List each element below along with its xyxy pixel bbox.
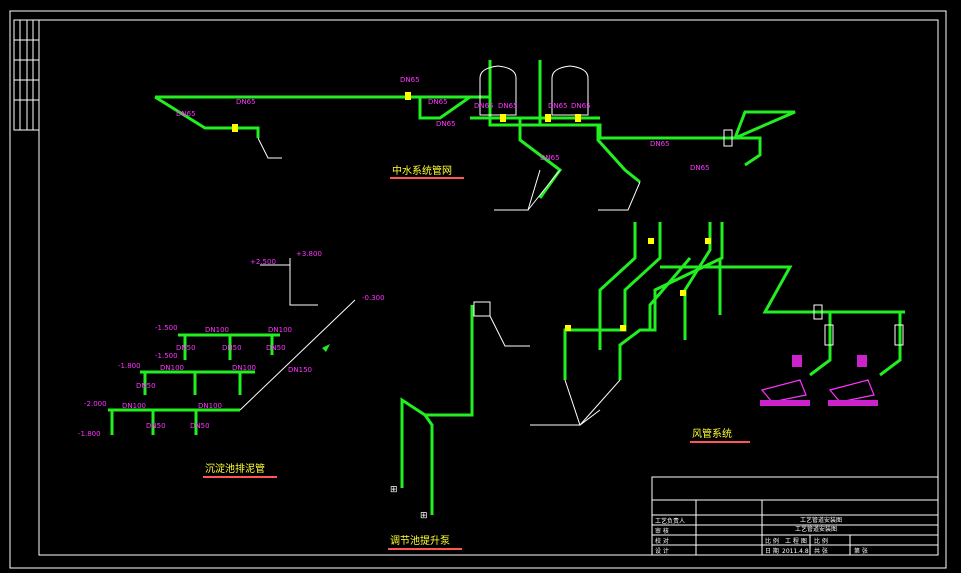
air-duct-system: 风管系统: [530, 222, 905, 443]
title-block: 工艺负责人 审 核 校 对 设 计 工艺管道安装图 工艺管道安装图 比 例 工 …: [651, 476, 939, 556]
section-title: 中水系统管网: [392, 164, 452, 177]
elevation-label: -1.800: [118, 362, 141, 370]
pipe-label: DN65: [650, 140, 670, 148]
lift-pump-system: ⊞ ⊞ 调节池提升泵: [388, 301, 530, 550]
elevation-label: -1.500: [155, 324, 178, 332]
blower-2: [828, 355, 878, 406]
tb-cell: 比 例: [814, 537, 828, 545]
outer-border: [9, 10, 947, 569]
pipe-label: DN100: [160, 364, 184, 372]
pipe-label: DN50: [176, 344, 196, 352]
tb-title: 工艺管道安装图: [795, 525, 837, 533]
pipe-label: DN50: [146, 422, 166, 430]
valve-box: [894, 324, 904, 346]
valve: [232, 124, 238, 132]
pipe-label: DN50: [136, 382, 156, 390]
binding-strip: [13, 19, 40, 131]
tb-row-label: 设 计: [655, 547, 669, 555]
valve: [500, 114, 506, 122]
pipe-label: DN65: [400, 76, 420, 84]
valve: [405, 92, 411, 100]
elevation-label: -1.500: [155, 352, 178, 360]
tank-2: [551, 65, 589, 116]
tb-title: 工艺管道安装图: [800, 516, 842, 524]
valve-box: [473, 301, 491, 317]
pipe-label: DN100: [198, 402, 222, 410]
pipe-label: DN65: [436, 120, 456, 128]
valve: [705, 238, 711, 244]
inner-border: [38, 19, 939, 556]
pipe-label: DN65: [474, 102, 494, 110]
section-title: 沉淀池排泥管: [205, 462, 265, 475]
pipe-label: DN50: [266, 344, 286, 352]
valve-box: [813, 304, 823, 320]
reclaimed-water-system: DN65 DN65 DN65 DN65 DN65 DN65 DN65 DN65 …: [154, 60, 796, 211]
pipe-label: DN50: [190, 422, 210, 430]
valve: [620, 325, 626, 331]
tb-cell: 第 张: [854, 547, 868, 555]
pipe-label: DN65: [428, 98, 448, 106]
pipe-label: DN65: [571, 102, 591, 110]
section-title: 风管系统: [692, 427, 732, 440]
pipe-label: DN65: [690, 164, 710, 172]
valve-box: [824, 324, 834, 346]
blower-1: [760, 355, 810, 406]
elevation-label: +2.500: [250, 258, 276, 266]
pipe-label: DN100: [268, 326, 292, 334]
valve: [648, 238, 654, 244]
pipe-label: DN100: [205, 326, 229, 334]
pipe-label: DN65: [236, 98, 256, 106]
tank-1: [479, 65, 517, 116]
valve-box: [723, 129, 733, 147]
tb-cell: 日 期: [765, 547, 779, 555]
pipe-label: DN150: [288, 366, 312, 374]
valve: [545, 114, 551, 122]
tb-row-label: 审 核: [655, 527, 669, 535]
sludge-discharge-system: +2.500 +3.800 -0.300 -1.500 -1.500 -1.80…: [78, 250, 385, 478]
elevation-label: +3.800: [296, 250, 322, 258]
valve: [575, 114, 581, 122]
pipe-label: DN100: [232, 364, 256, 372]
tb-row-label: 工艺负责人: [655, 517, 685, 525]
elevation-label: -2.000: [84, 400, 107, 408]
tb-cell: 共 张: [814, 547, 828, 555]
pump-icon: ⊞: [390, 485, 398, 495]
pipe-label: DN100: [122, 402, 146, 410]
pipe-label: DN50: [222, 344, 242, 352]
elevation-label: -0.300: [362, 294, 385, 302]
tb-row-label: 校 对: [655, 537, 669, 545]
tb-cell: 2011.4.8: [782, 548, 809, 555]
elevation-label: -1.800: [78, 430, 101, 438]
valve: [680, 290, 686, 296]
valve: [565, 325, 571, 331]
pipe-label: DN65: [540, 154, 560, 162]
pump-icon: ⊞: [420, 511, 428, 521]
pipe-label: DN65: [548, 102, 568, 110]
section-title: 调节池提升泵: [390, 534, 450, 547]
tb-cell: 工 程 图: [785, 537, 807, 545]
pipe-label: DN65: [498, 102, 518, 110]
pipe-label: DN65: [176, 110, 196, 118]
tb-cell: 比 例: [765, 537, 779, 545]
